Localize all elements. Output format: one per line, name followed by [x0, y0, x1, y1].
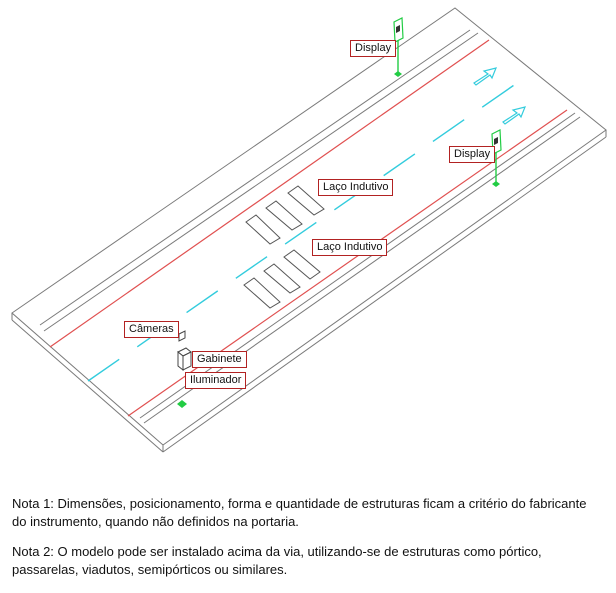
cabinet-icon [177, 347, 192, 372]
label-laco-indutivo-top: Laço Indutivo [318, 179, 394, 196]
inductive-loops-top [245, 185, 325, 245]
shoulders [39, 29, 581, 424]
road-diagram [11, 7, 607, 453]
note-1: Nota 1: Dimensões, posicionamento, forma… [12, 496, 587, 529]
label-laco-indutivo-bottom: Laço Indutivo [312, 239, 388, 256]
road-slab [11, 7, 607, 453]
label-cameras: Câmeras [124, 321, 179, 338]
camera-icon [178, 330, 186, 342]
illuminator-icon [177, 400, 187, 408]
label-display-top: Display [350, 40, 397, 57]
direction-arrows [473, 67, 526, 125]
notes-section: Nota 1: Dimensões, posicionamento, forma… [12, 495, 602, 591]
label-iluminador: Iluminador [185, 372, 247, 389]
label-display-right: Display [449, 146, 496, 163]
note-2: Nota 2: O modelo pode ser instalado acim… [12, 544, 542, 577]
arrow-icon-top [473, 67, 497, 86]
arrow-icon-bottom [502, 106, 526, 125]
label-gabinete: Gabinete [192, 351, 247, 368]
display-sign-top [393, 17, 404, 77]
inductive-loops-bottom [243, 249, 321, 309]
